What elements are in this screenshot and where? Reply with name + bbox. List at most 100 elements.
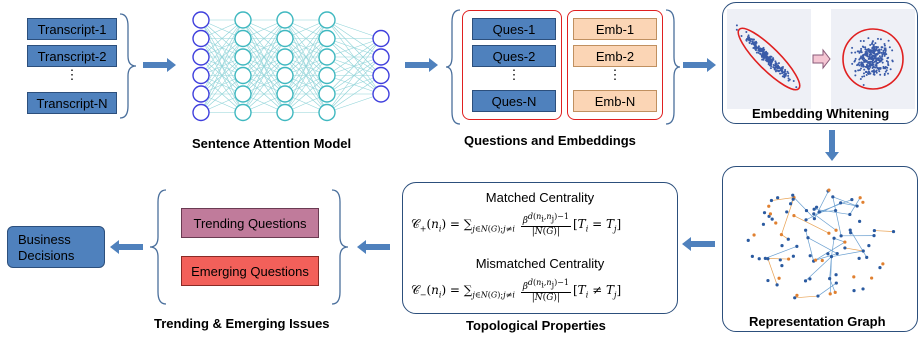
nn-edge (326, 38, 382, 95)
graph-node (834, 281, 838, 285)
graph-node (775, 283, 779, 287)
scatter-point (883, 43, 886, 46)
scatter-point (787, 72, 790, 75)
scatter-point (859, 56, 862, 59)
scatter-point (759, 50, 762, 53)
scatter-point (745, 31, 748, 34)
scatter-point (862, 65, 865, 68)
graph-edge (829, 278, 836, 293)
nn-edge (200, 75, 244, 113)
scatter-point (735, 24, 738, 27)
scatter-point (878, 55, 881, 58)
nn-node (276, 66, 294, 85)
scatter-point (891, 60, 894, 63)
scatter-point (768, 61, 771, 64)
graph-node (814, 205, 819, 209)
graph-node (776, 196, 780, 200)
nn-edge (242, 38, 286, 113)
scatter-point (762, 58, 765, 61)
nn-edge (200, 56, 244, 113)
graph-edge (807, 237, 838, 254)
graph-node (852, 275, 856, 279)
graph-node (878, 266, 882, 270)
scatter-point (867, 37, 870, 40)
transcript-box-n: Transcript-N (27, 92, 117, 114)
trending-emerging-label: Trending & Emerging Issues (154, 316, 330, 331)
scatter-point (783, 73, 786, 76)
scatter-point (862, 39, 865, 42)
graph-node (786, 237, 790, 241)
scatter-point (751, 41, 754, 44)
scatter-point (882, 67, 885, 70)
scatter-point (881, 55, 884, 58)
scatter-point (869, 52, 872, 55)
graph-node (761, 222, 765, 226)
scatter-point (863, 75, 866, 78)
graph-node (867, 244, 871, 248)
scatter-point (871, 54, 874, 57)
graph-edge (849, 229, 868, 258)
scatter-point (880, 58, 883, 61)
scatter-point (860, 61, 863, 64)
transcript-box-2: Transcript-2 (27, 45, 117, 67)
scatter-point (754, 49, 757, 52)
graph-node (769, 198, 774, 203)
graph-node (791, 197, 795, 201)
scatter-point (878, 70, 881, 73)
sentence-attention-label: Sentence Attention Model (192, 136, 352, 151)
graph-node (808, 277, 812, 281)
nn-edge (326, 56, 382, 113)
graph-node (828, 277, 832, 281)
scatter-point (861, 75, 864, 78)
scatter-point (788, 78, 791, 81)
scatter-point (772, 66, 775, 69)
scatter-point (869, 44, 872, 47)
graph-node (833, 208, 838, 213)
scatter-point (872, 52, 875, 55)
scatter-point (866, 67, 869, 70)
arrow-left-icon (357, 240, 390, 254)
graph-node (816, 294, 820, 298)
nn-edge (284, 19, 328, 95)
scatter-point (887, 56, 890, 59)
graph-node (792, 214, 796, 218)
scatter-point (769, 67, 772, 70)
nn-node (192, 11, 210, 29)
scatter-point (748, 41, 751, 44)
nn-node (234, 29, 252, 48)
scatter-point (868, 64, 871, 67)
graph-node (766, 278, 770, 283)
scatter-point (764, 54, 767, 57)
nn-node (234, 48, 252, 66)
nn-node (192, 29, 210, 48)
scatter-point (875, 69, 878, 72)
graph-edge (813, 241, 846, 262)
scatter-ellipse (737, 27, 801, 91)
graph-node (852, 288, 856, 293)
graph-edge (831, 238, 835, 257)
scatter-point (877, 58, 880, 61)
scatter-point (780, 70, 783, 73)
scatter-point (864, 51, 867, 54)
question-box-1: Ques-1 (472, 18, 556, 40)
scatter-point (740, 35, 743, 38)
scatter-point (755, 46, 758, 49)
scatter-point (861, 58, 864, 61)
graph-edge (844, 247, 864, 252)
scatter-point (774, 60, 777, 63)
scatter-point (786, 70, 789, 73)
scatter-point (862, 46, 865, 49)
graph-edge (840, 202, 858, 207)
arrow-right-icon (683, 58, 716, 72)
scatter-point (885, 69, 888, 72)
scatter-point (757, 45, 760, 48)
scatter-point (863, 68, 866, 71)
nn-node (372, 48, 390, 66)
scatter-point (883, 72, 886, 75)
scatter-point (767, 59, 770, 62)
scatter-point (879, 73, 882, 76)
scatter-point (864, 46, 867, 49)
graph-node (872, 234, 876, 238)
scatter-point (881, 61, 884, 64)
scatter-point (854, 74, 857, 77)
